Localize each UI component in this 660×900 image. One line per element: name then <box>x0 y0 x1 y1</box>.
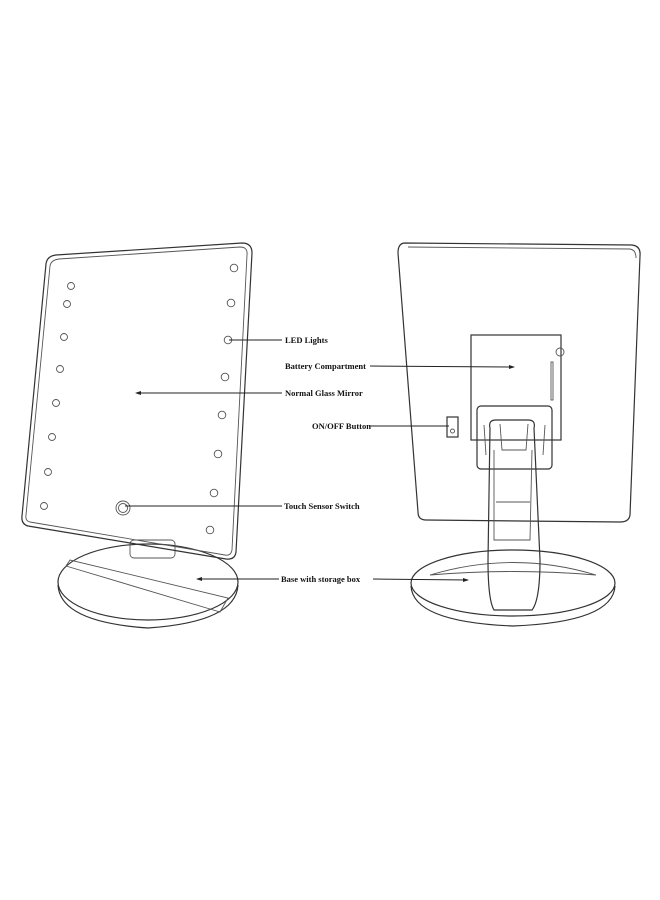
battery-leader <box>369 364 515 369</box>
touch-sensor-icon <box>115 500 131 516</box>
label-normal-glass-mirror: Normal Glass Mirror <box>285 388 363 398</box>
back-view-mirror <box>397 242 641 627</box>
front-view-mirror <box>21 242 253 629</box>
battery-compartment <box>470 334 562 441</box>
led-lights <box>40 263 239 535</box>
back-base <box>410 549 616 627</box>
on-off-button-icon <box>446 416 459 438</box>
label-touch-sensor-switch: Touch Sensor Switch <box>284 501 360 511</box>
label-battery-compartment: Battery Compartment <box>285 361 366 371</box>
label-on-off-button: ON/OFF Button <box>312 421 371 431</box>
base-leader-right <box>372 577 469 582</box>
mirror-frame <box>21 242 253 560</box>
stand-arm <box>476 405 553 611</box>
back-panel <box>397 242 641 523</box>
front-base <box>57 539 239 629</box>
label-led-lights: LED Lights <box>285 335 328 345</box>
label-base-with-storage-box: Base with storage box <box>281 574 361 584</box>
